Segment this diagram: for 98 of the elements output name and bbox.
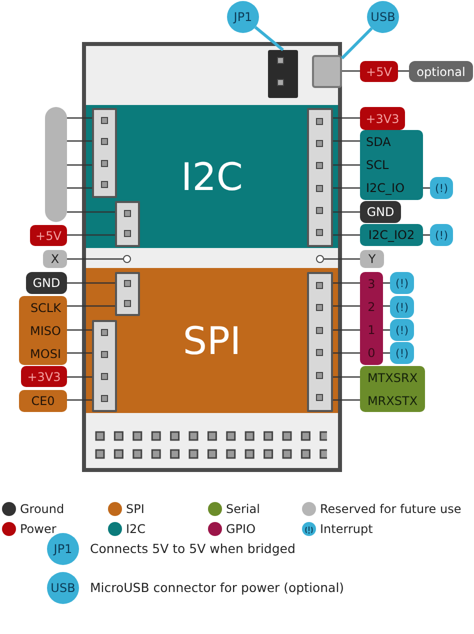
pin-label: MRXSTX xyxy=(367,394,418,408)
pin-line xyxy=(423,187,430,189)
pin-label xyxy=(360,366,425,412)
pin-line xyxy=(333,187,360,189)
pin-line xyxy=(342,70,360,72)
pin-line xyxy=(67,140,92,142)
legend-label: I2C xyxy=(126,521,146,537)
pin-line xyxy=(383,352,390,354)
pin-label: I2C_IO xyxy=(366,181,405,196)
pin-header xyxy=(307,272,333,412)
mounting-hole xyxy=(123,255,131,263)
pin-line xyxy=(333,305,360,307)
pin-label xyxy=(19,296,67,365)
pin-line xyxy=(67,117,92,119)
pin-header xyxy=(92,108,117,198)
circuit-board xyxy=(82,42,342,472)
pin-label: +5V xyxy=(30,225,67,246)
usb-connector xyxy=(312,55,342,88)
interrupt-badge: (!) xyxy=(430,177,453,199)
leader-line xyxy=(254,26,284,52)
pin-line xyxy=(333,376,360,378)
pin-label: GND xyxy=(26,272,67,294)
callout-circle: USB xyxy=(367,1,399,33)
jumper-header xyxy=(268,50,298,98)
pin-line xyxy=(333,211,360,213)
section-label: I2C xyxy=(181,154,243,198)
legend-label: GPIO xyxy=(226,521,256,537)
pin-label xyxy=(360,130,423,200)
pin-label: 1 xyxy=(368,323,376,338)
legend-label: Serial xyxy=(226,501,260,517)
pin-line xyxy=(67,329,92,331)
leader-line xyxy=(340,27,373,60)
pin-label: MISO xyxy=(30,324,61,338)
pin-line xyxy=(398,70,409,72)
pin-line xyxy=(67,282,115,284)
pin-label: 3 xyxy=(368,276,376,291)
pin-label: MTXSRX xyxy=(367,370,418,384)
pin-label: X xyxy=(43,250,67,268)
pin-line xyxy=(333,352,360,354)
pin-header xyxy=(115,201,140,247)
pin-line xyxy=(383,305,390,307)
pin-line xyxy=(333,282,360,284)
interrupt-badge: (!) xyxy=(430,224,453,246)
legend-label: Ground xyxy=(20,501,64,517)
pin-line xyxy=(333,399,360,401)
board-section xyxy=(86,268,338,413)
pin-label: SCL xyxy=(366,158,389,172)
pin-label: Y xyxy=(360,250,384,268)
callout-circle: USB xyxy=(47,572,79,604)
callout-circle: JP1 xyxy=(47,533,79,565)
legend-label: Reserved for future use xyxy=(320,501,462,517)
pin-line xyxy=(333,234,360,236)
pin-label: +5V xyxy=(360,61,398,82)
pin-line xyxy=(324,258,360,260)
pin-label: CE0 xyxy=(19,390,67,412)
mounting-hole xyxy=(316,255,324,263)
pin-label xyxy=(360,272,383,365)
pin-header xyxy=(307,108,333,247)
pin-line xyxy=(333,140,360,142)
pin-line xyxy=(67,211,115,213)
pin-line xyxy=(67,258,123,260)
pin-label: +3V3 xyxy=(360,107,405,130)
pin-line xyxy=(67,352,92,354)
legend-label: SPI xyxy=(126,501,144,517)
pin-label: SDA xyxy=(366,134,391,149)
pin-label: SCLK xyxy=(30,300,61,314)
pin-line xyxy=(333,164,360,166)
pin-line xyxy=(67,376,92,378)
board-section xyxy=(86,105,338,248)
section-label: SPI xyxy=(182,318,242,362)
pin-line xyxy=(67,234,115,236)
pin-line xyxy=(423,234,430,236)
pin-header xyxy=(92,320,117,412)
legend-label: Interrupt xyxy=(320,521,373,537)
pin-line xyxy=(333,117,360,119)
pin-label: MOSI xyxy=(30,346,61,360)
callout-circle: JP1 xyxy=(227,1,259,33)
pin-line xyxy=(333,329,360,331)
callout-description: Connects 5V to 5V when bridged xyxy=(90,541,296,556)
pin-line xyxy=(383,329,390,331)
note-label: optional xyxy=(409,61,473,82)
pin-header xyxy=(115,272,140,316)
pin-label: 0 xyxy=(368,346,376,360)
reserved-pin-bar xyxy=(45,107,67,222)
pin-label: +3V3 xyxy=(21,366,67,387)
pin-line xyxy=(67,187,92,189)
pin-label: I2C_IO2 xyxy=(360,224,423,246)
pin-label: 2 xyxy=(368,300,376,314)
pin-line xyxy=(67,399,92,401)
callout-description: MicroUSB connector for power (optional) xyxy=(90,580,344,595)
interrupt-badge: (!) xyxy=(390,272,414,294)
interrupt-badge: (!) xyxy=(390,296,414,318)
pin-label: GND xyxy=(360,201,401,223)
pin-line xyxy=(67,305,115,307)
pin-line xyxy=(67,164,92,166)
interrupt-badge: (!) xyxy=(390,319,414,341)
pin-line xyxy=(383,282,390,284)
interrupt-badge: (!) xyxy=(390,342,414,364)
